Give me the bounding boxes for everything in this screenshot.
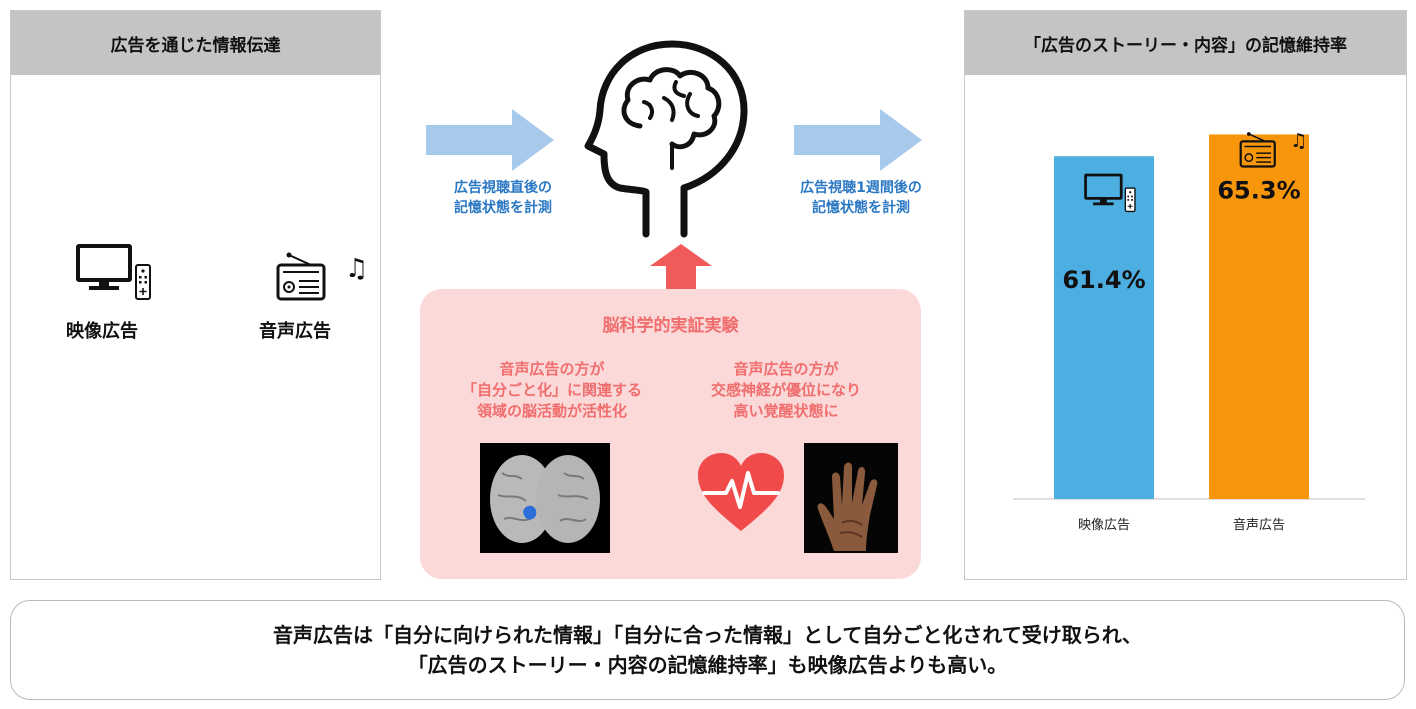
bar-audio — [1209, 134, 1309, 500]
tv-remote-icon — [76, 244, 151, 300]
arrow-right-icon — [426, 109, 554, 171]
summary-box: 音声広告は「自分に向けられた情報」「自分に合った情報」として自分ごと化されて受け… — [10, 600, 1405, 700]
experiment-box: 脳科学的実証実験 音声広告の方が 「自分ごと化」に関連する 領域の脳活動が活性化… — [420, 289, 921, 579]
summary-line-2: 「広告のストーリー・内容の記憶維持率」も映像広告よりも高い。 — [407, 653, 1008, 677]
media-panel-title: 広告を通じた情報伝達 — [11, 11, 380, 75]
brain-finding-text: 音声広告の方が 「自分ごと化」に関連する 領域の脳活動が活性化 — [461, 360, 642, 420]
category-label: 音声広告 — [1233, 517, 1285, 533]
memory-retention-chart: 61.4% 映像広告 65.3% 音声広告 — [1013, 134, 1365, 533]
head-brain-icon — [584, 40, 748, 238]
media-panel: 広告を通じた情報伝達 映像広告 ♫ 音声広告 — [10, 10, 381, 580]
svg-text:♫: ♫ — [345, 254, 368, 284]
experiment-title: 脳科学的実証実験 — [602, 316, 739, 336]
bar-value-label: 65.3% — [1217, 176, 1300, 204]
radio-music-icon: ♫ — [276, 252, 368, 301]
category-label: 映像広告 — [1078, 518, 1130, 533]
memory-chart-panel: 「広告のストーリー・内容」の記憶維持率 61.4% 映像広告 65.3% 音声広告 ♫ — [964, 10, 1407, 580]
radio-music-icon: ♫ — [1239, 129, 1308, 168]
arousal-finding-text: 音声広告の方が 交感神経が優位になり 高い覚醒状態に — [710, 360, 861, 420]
measure-week-label: 広告視聴1週間後の 記憶状態を計測 — [800, 180, 922, 216]
tv-remote-icon — [1084, 173, 1136, 213]
hand-photo-image — [804, 443, 898, 553]
video-ad-label: 映像広告 — [66, 321, 138, 342]
brain-scan-image — [480, 443, 610, 553]
chart-title: 「広告のストーリー・内容」の記憶維持率 — [965, 11, 1406, 75]
audio-ad-label: 音声広告 — [259, 321, 331, 342]
heartbeat-icon — [698, 453, 784, 531]
arrow-right-icon — [794, 109, 922, 171]
bar-value-label: 61.4% — [1062, 266, 1145, 294]
arrow-up-icon — [650, 244, 712, 290]
bar-video — [1054, 156, 1154, 500]
summary-line-1: 音声広告は「自分に向けられた情報」「自分に合った情報」として自分ごと化されて受け… — [273, 623, 1142, 647]
measure-immediate-label: 広告視聴直後の 記憶状態を計測 — [454, 180, 552, 216]
svg-text:♫: ♫ — [1290, 129, 1307, 152]
